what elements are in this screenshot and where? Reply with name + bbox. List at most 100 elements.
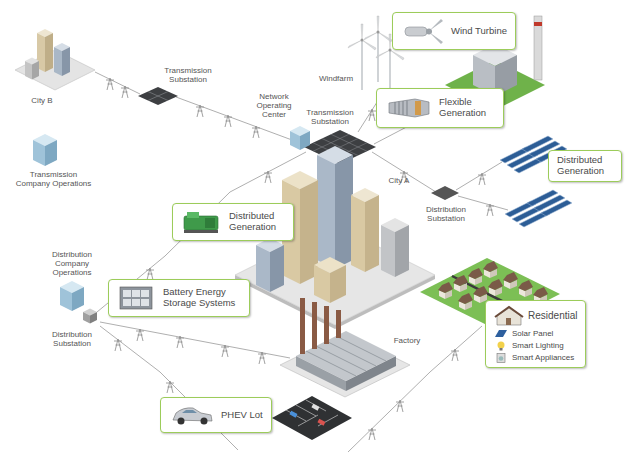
callout-picture <box>389 99 429 117</box>
city-a-drawing <box>395 225 409 277</box>
pylons <box>221 345 229 357</box>
callout-picture <box>205 218 215 228</box>
place-label: Transmission Company Operations <box>14 170 93 188</box>
item-icon <box>506 318 511 325</box>
residential-drawing <box>488 279 503 296</box>
callout-row: Wind Turbine <box>451 26 507 37</box>
item-icon <box>494 341 508 351</box>
callout-picture <box>184 230 218 233</box>
item-icon <box>494 329 508 339</box>
pylons <box>196 105 204 117</box>
callout-box: ResidentialSolar PanelSmart LightingSmar… <box>485 300 586 368</box>
callout-box: Wind Turbine <box>392 12 516 50</box>
city-a-drawing <box>330 265 346 303</box>
callout-row: Solar Panel <box>494 329 577 339</box>
solar-array <box>541 200 572 216</box>
substation-drawing <box>304 130 376 164</box>
factory-drawing <box>296 331 396 381</box>
city-a-drawing <box>270 245 284 292</box>
item-icon <box>494 305 524 327</box>
pylons <box>368 428 376 440</box>
callout-box: Battery Energy Storage Systems <box>108 279 250 317</box>
callout-picture <box>401 17 445 45</box>
factory-drawing <box>312 302 317 349</box>
substation-drawing <box>148 92 168 101</box>
callout-picture <box>385 93 433 123</box>
callout-box: PHEV Lot <box>160 397 272 433</box>
operations-building <box>60 281 84 311</box>
factory-drawing <box>280 298 410 397</box>
city-a-drawing <box>365 195 379 272</box>
power-line <box>456 162 508 210</box>
callout-row: Distributed Generation <box>229 211 285 233</box>
pylons <box>486 204 494 216</box>
callout-title: Wind Turbine <box>451 26 507 37</box>
pylons <box>106 78 114 90</box>
residential-drawing <box>503 272 518 289</box>
pylons <box>451 349 459 361</box>
power-plant-drawing <box>534 16 542 80</box>
callout-text-group: Battery Energy Storage Systems <box>163 287 241 309</box>
place-label: Distribution Substation <box>46 330 98 348</box>
callout-picture <box>178 418 185 425</box>
place-label: Transmission Substation <box>302 108 358 126</box>
callout-picture <box>141 299 149 306</box>
factory-drawing <box>300 298 305 354</box>
callout-picture <box>415 101 421 115</box>
operations-building <box>300 131 310 150</box>
callout-picture <box>429 19 443 44</box>
city-a-drawing <box>317 155 335 269</box>
item-icon <box>494 329 508 339</box>
place-label: Network Operating Center <box>250 92 298 120</box>
callout-title: Battery Energy Storage Systems <box>163 287 241 309</box>
substation-drawing <box>431 186 459 200</box>
callout-text-group: Flexible Generation <box>439 97 495 119</box>
callout-item: Smart Appliances <box>512 353 574 362</box>
substation-drawing <box>304 130 376 164</box>
item-icon <box>495 307 523 317</box>
city-b-drawing <box>45 33 53 72</box>
substation-drawing <box>83 309 97 324</box>
operations-building <box>290 131 300 150</box>
place-label: City B <box>22 96 62 105</box>
callout-picture <box>181 208 223 236</box>
callout-text-group: Distributed Generation <box>557 155 613 177</box>
windfarm-drawing <box>364 16 392 82</box>
callout-row: Battery Energy Storage Systems <box>163 287 241 309</box>
item-icon <box>494 353 508 363</box>
item-icon <box>497 354 505 363</box>
pylons <box>176 336 184 348</box>
callout-picture <box>405 27 427 36</box>
pylons <box>136 329 144 341</box>
pylons <box>252 126 260 138</box>
operations-building <box>60 287 72 311</box>
callout-picture <box>132 290 140 297</box>
callout-row: Distributed Generation <box>557 155 613 177</box>
callout-box: Distributed Generation <box>172 203 294 241</box>
pylons <box>224 115 232 127</box>
parking-lot-drawing <box>311 404 319 411</box>
parking-lot-drawing <box>272 396 352 440</box>
city-b-drawing <box>54 47 62 76</box>
pylons <box>106 78 494 440</box>
substation-drawing <box>83 312 90 324</box>
place-label: Windfarm <box>316 74 356 83</box>
residential-drawing <box>518 280 533 297</box>
callout-picture <box>184 216 218 230</box>
substation-drawing <box>431 186 459 200</box>
callout-box: Flexible Generation <box>376 88 504 128</box>
callout-row: Smart Lighting <box>494 341 577 351</box>
item-icon <box>495 330 507 337</box>
callout-picture <box>395 101 407 116</box>
pylons <box>264 171 272 183</box>
callout-item: Solar Panel <box>512 329 553 338</box>
pylons <box>396 400 404 412</box>
residential-drawing <box>453 275 468 292</box>
power-line <box>97 152 306 312</box>
callout-text-group: PHEV Lot <box>221 410 263 421</box>
city-a-drawing <box>351 195 365 272</box>
callout-picture <box>117 284 157 312</box>
parking-lot-drawing <box>272 396 352 440</box>
pylons <box>258 352 266 364</box>
callout-picture <box>117 284 157 312</box>
